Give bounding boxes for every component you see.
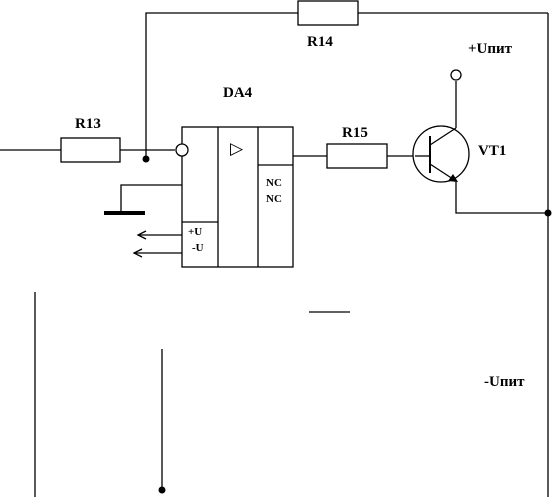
feedback-wire	[145, 12, 298, 160]
supply-neg-label: -Uпит	[484, 374, 525, 390]
resistor-r13	[60, 137, 121, 163]
r15-label: R15	[342, 125, 368, 141]
transistor-vt1-icon	[412, 125, 470, 183]
junction-node-bottom	[158, 486, 166, 494]
junction-node-inverting	[142, 155, 150, 163]
resistor-r15	[326, 143, 388, 169]
da4-label: DA4	[223, 85, 253, 101]
supply-pos-arrow-head-icon	[136, 230, 147, 240]
emitter-arrow-icon	[448, 174, 458, 182]
nc-label-2: NC	[266, 193, 282, 205]
pin-pos-label: +U	[188, 226, 202, 238]
opamp-triangle-icon: ▷	[230, 139, 244, 159]
r13-label: R13	[75, 116, 101, 132]
r14-label: R14	[307, 34, 333, 50]
emitter-output-wire	[455, 181, 548, 214]
vt1-label: VT1	[478, 143, 506, 159]
supply-terminal-icon	[450, 69, 462, 81]
junction-node-output	[544, 209, 552, 217]
opamp-da4-body	[181, 126, 294, 268]
inverting-input-bubble	[175, 143, 189, 157]
transistor-collector	[429, 127, 457, 146]
supply-pos-label: +Uпит	[468, 41, 513, 57]
nc-label-1: NC	[266, 177, 282, 189]
resistor-r14	[297, 0, 359, 26]
noninverting-ground-wire	[120, 184, 182, 213]
supply-neg-arrow-head-icon	[132, 248, 143, 258]
pin-neg-label: -U	[192, 242, 204, 254]
